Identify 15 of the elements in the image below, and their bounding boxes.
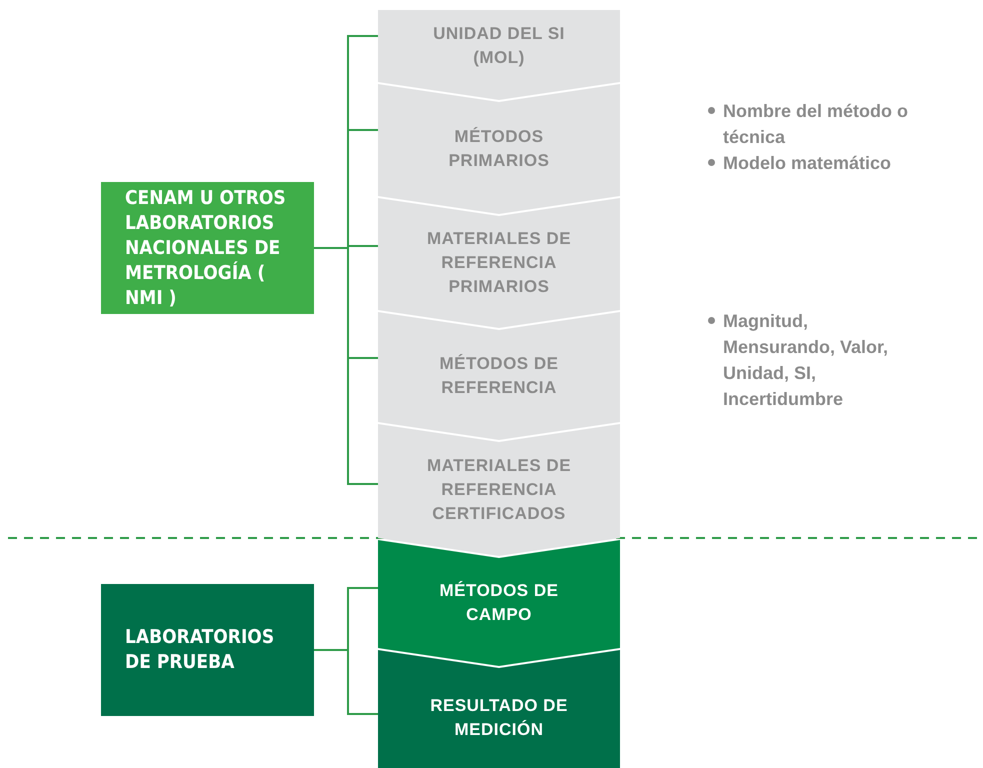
step-label: UNIDAD DEL SI (MOL) <box>432 23 566 69</box>
group-label: LABORATORIOS DE PRUEBA <box>125 625 276 675</box>
group-label: CENAM U OTROS LABORATORIOS NACIONALES DE METROLOGÍA ( NMI ) <box>125 186 287 310</box>
bracket-connector <box>314 247 378 485</box>
step-label: MATERIALES DE REFERENCIA PRIMARIOS <box>426 228 572 298</box>
group-box <box>101 182 314 314</box>
step-label: MÉTODOS PRIMARIOS <box>448 126 550 172</box>
step-label: MÉTODOS DE REFERENCIA <box>438 353 560 399</box>
note-text: Modelo matemático <box>723 152 892 175</box>
note-text: Nombre del método o técnica <box>723 100 910 149</box>
group-box <box>101 584 314 716</box>
note-text: Magnitud, Mensurando, Valor, Unidad, SI, Incertidumbre <box>723 310 890 411</box>
step-label: MATERIALES DE REFERENCIA CERTIFICADOS <box>426 455 572 525</box>
step-label: RESULTADO DE MEDICIÓN <box>429 695 569 741</box>
step-label: MÉTODOS DE CAMPO <box>438 580 560 626</box>
